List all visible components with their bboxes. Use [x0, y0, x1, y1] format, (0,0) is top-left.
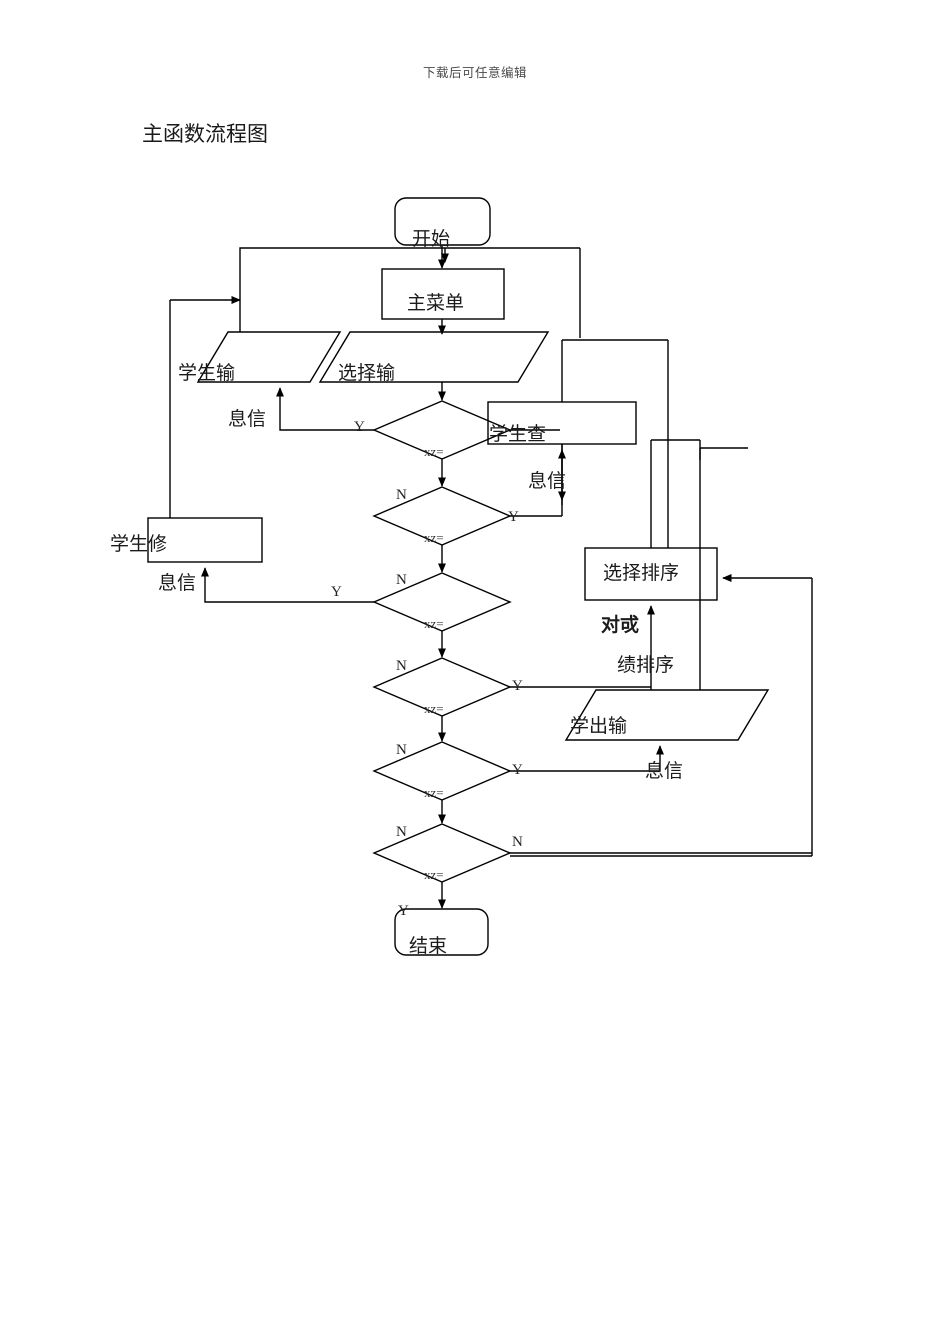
shape-decision-2 [372, 486, 512, 546]
edge-d5-yes [510, 745, 664, 772]
shape-output-student [564, 689, 770, 741]
shape-start [394, 197, 491, 246]
shape-modify-student [147, 517, 263, 563]
shape-decision-5 [372, 741, 512, 801]
shape-decision-4 [372, 657, 512, 717]
edge-input-return-top [239, 247, 580, 332]
page-title: 主函数流程图 [142, 122, 268, 146]
shape-decision-6 [372, 823, 512, 883]
shape-input-student [196, 331, 342, 383]
shape-decision-1 [372, 400, 512, 460]
shape-decision-3 [372, 572, 512, 632]
watermark-header: 下载后可任意编辑 [422, 65, 527, 80]
shape-input-choice [318, 331, 550, 383]
shape-end [394, 908, 489, 956]
shape-main-menu [381, 268, 505, 320]
edge-d1-yes-to-input [276, 387, 374, 431]
edge-d3-yes [201, 567, 374, 603]
shape-query-student [487, 401, 637, 445]
shape-selection-sort [584, 547, 718, 601]
